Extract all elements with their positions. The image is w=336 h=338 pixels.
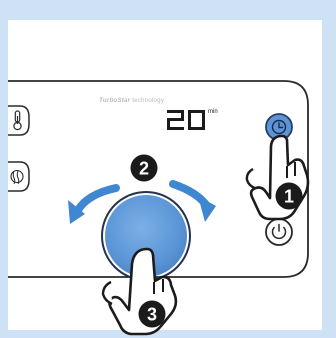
step-1-badge: 1 — [276, 183, 303, 210]
step-2-label: 2 — [139, 159, 149, 179]
brand-name: TurboStar — [99, 97, 130, 104]
power-button[interactable] — [266, 219, 292, 245]
step-3-label: 3 — [147, 305, 157, 325]
brand-label: TurboStar technology — [99, 97, 164, 104]
steam-button[interactable] — [8, 162, 29, 191]
step-2-badge: 2 — [131, 155, 158, 182]
thermometer-button[interactable] — [8, 106, 29, 135]
time-display — [166, 109, 208, 131]
time-unit-label: min — [208, 109, 218, 115]
step-1-label: 1 — [284, 187, 294, 207]
digit-0 — [188, 110, 205, 130]
brand-suffix: technology — [132, 97, 164, 104]
digit-2 — [167, 110, 184, 130]
step-3-badge: 3 — [139, 301, 166, 328]
